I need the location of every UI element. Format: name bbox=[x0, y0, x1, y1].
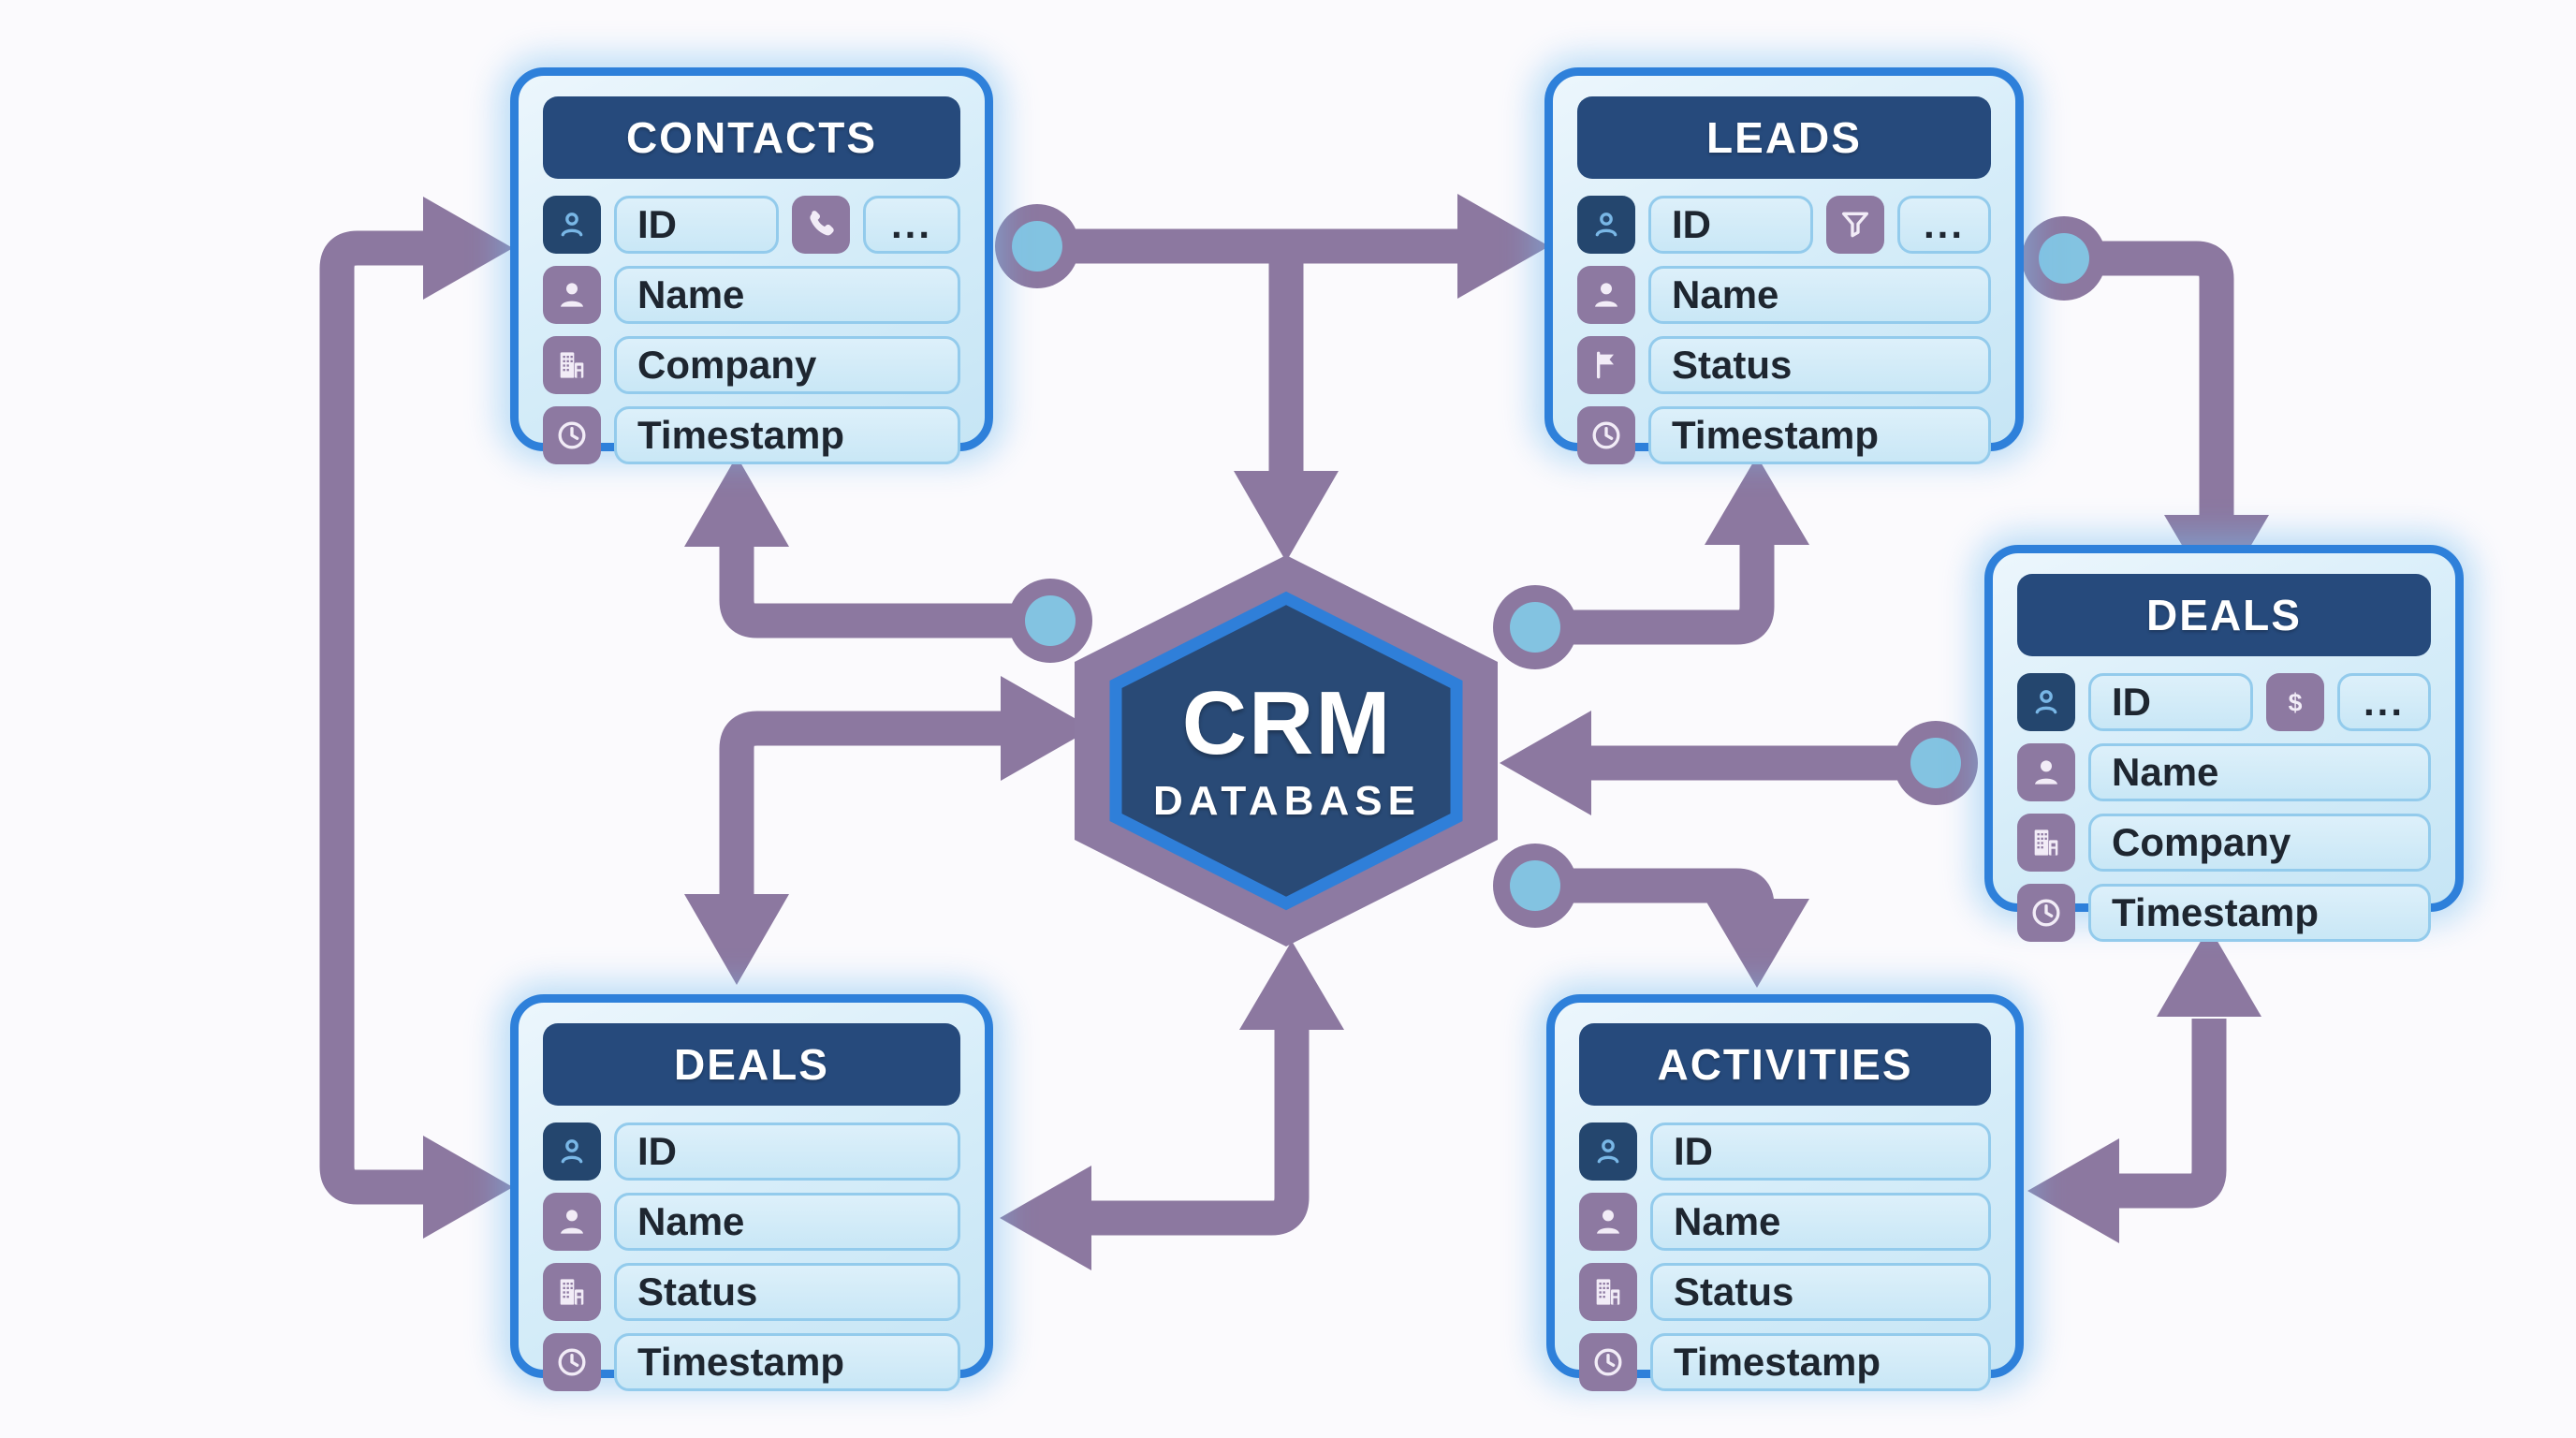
funnel-icon bbox=[1826, 196, 1884, 254]
clock-icon bbox=[2017, 884, 2075, 942]
building-icon bbox=[543, 336, 601, 394]
table-row: Status bbox=[1577, 336, 1991, 394]
table-row: Timestamp bbox=[2017, 884, 2431, 942]
crm-title: CRM bbox=[1181, 673, 1393, 773]
clock-icon bbox=[1579, 1333, 1637, 1391]
building-icon bbox=[543, 1263, 601, 1321]
clock-icon bbox=[543, 406, 601, 464]
person-icon bbox=[543, 266, 601, 324]
entity-title: DEALS bbox=[543, 1023, 960, 1106]
phone-icon bbox=[792, 196, 850, 254]
field-company: Company bbox=[2088, 814, 2431, 872]
connector-deals-right-activities bbox=[2027, 927, 2261, 1243]
field-id: ID bbox=[1648, 196, 1813, 254]
dollar-icon: $ bbox=[2266, 673, 2324, 731]
field-more: ... bbox=[1897, 196, 1991, 254]
id-badge-icon bbox=[543, 1123, 601, 1181]
entity-title: CONTACTS bbox=[543, 96, 960, 179]
field-status: Status bbox=[1648, 336, 1991, 394]
crm-hexagon-label: CRM DATABASE bbox=[1030, 520, 1544, 978]
table-row: Timestamp bbox=[1577, 406, 1991, 464]
connector-deals-right-crm bbox=[1500, 711, 1978, 815]
table-row: Status bbox=[1579, 1263, 1991, 1321]
field-company: Company bbox=[614, 336, 960, 394]
field-id: ID bbox=[1650, 1123, 1991, 1181]
building-icon bbox=[2017, 814, 2075, 872]
field-timestamp: Timestamp bbox=[1648, 406, 1991, 464]
clock-icon bbox=[543, 1333, 601, 1391]
connector-crm-deals-bottom-right bbox=[1000, 941, 1344, 1270]
connector-crm-contacts bbox=[684, 456, 1092, 663]
field-status: Status bbox=[1650, 1263, 1991, 1321]
table-row: Timestamp bbox=[543, 406, 960, 464]
field-timestamp: Timestamp bbox=[614, 1333, 960, 1391]
table-row: ID $... bbox=[2017, 673, 2431, 731]
id-badge-icon bbox=[2017, 673, 2075, 731]
field-more: ... bbox=[863, 196, 960, 254]
crm-subtitle: DATABASE bbox=[1153, 778, 1421, 824]
person-icon bbox=[1577, 266, 1635, 324]
connector-crm-deals-bottom-top bbox=[684, 676, 1092, 985]
entity-title: LEADS bbox=[1577, 96, 1991, 179]
table-row: Name bbox=[543, 266, 960, 324]
field-name: Name bbox=[2088, 743, 2431, 801]
person-icon bbox=[1579, 1193, 1637, 1251]
table-row: Name bbox=[1577, 266, 1991, 324]
flag-icon bbox=[1577, 336, 1635, 394]
field-name: Name bbox=[614, 1193, 960, 1251]
table-row: Name bbox=[1579, 1193, 1991, 1251]
building-icon bbox=[1579, 1263, 1637, 1321]
person-icon bbox=[543, 1193, 601, 1251]
entity-title: ACTIVITIES bbox=[1579, 1023, 1991, 1106]
field-timestamp: Timestamp bbox=[1650, 1333, 1991, 1391]
table-row: ID... bbox=[1577, 196, 1991, 254]
field-status: Status bbox=[614, 1263, 960, 1321]
table-row: ID bbox=[1579, 1123, 1991, 1181]
table-row: Name bbox=[2017, 743, 2431, 801]
connector-contacts-leads-crm bbox=[995, 194, 1549, 562]
table-row: ID... bbox=[543, 196, 960, 254]
table-row: Name bbox=[543, 1193, 960, 1251]
table-row: ID bbox=[543, 1123, 960, 1181]
id-badge-icon bbox=[543, 196, 601, 254]
field-name: Name bbox=[1648, 266, 1991, 324]
table-row: Company bbox=[543, 336, 960, 394]
id-badge-icon bbox=[1577, 196, 1635, 254]
field-timestamp: Timestamp bbox=[614, 406, 960, 464]
connector-contacts-deals-bottom bbox=[319, 197, 513, 1239]
svg-text:$: $ bbox=[2289, 688, 2303, 716]
person-icon bbox=[2017, 743, 2075, 801]
field-name: Name bbox=[1650, 1193, 1991, 1251]
connector-crm-leads bbox=[1493, 456, 1809, 669]
field-name: Name bbox=[614, 266, 960, 324]
field-id: ID bbox=[2088, 673, 2253, 731]
crm-hexagon: CRM DATABASE bbox=[1030, 520, 1544, 978]
field-id: ID bbox=[614, 196, 779, 254]
hexagon-shape bbox=[1075, 555, 1498, 946]
field-timestamp: Timestamp bbox=[2088, 884, 2431, 942]
connector-crm-activities bbox=[1493, 844, 1809, 988]
field-id: ID bbox=[614, 1123, 960, 1181]
table-row: Company bbox=[2017, 814, 2431, 872]
table-row: Timestamp bbox=[1579, 1333, 1991, 1391]
id-badge-icon bbox=[1579, 1123, 1637, 1181]
table-row: Status bbox=[543, 1263, 960, 1321]
table-row: Timestamp bbox=[543, 1333, 960, 1391]
field-more: ... bbox=[2337, 673, 2431, 731]
clock-icon bbox=[1577, 406, 1635, 464]
entity-title: DEALS bbox=[2017, 574, 2431, 656]
